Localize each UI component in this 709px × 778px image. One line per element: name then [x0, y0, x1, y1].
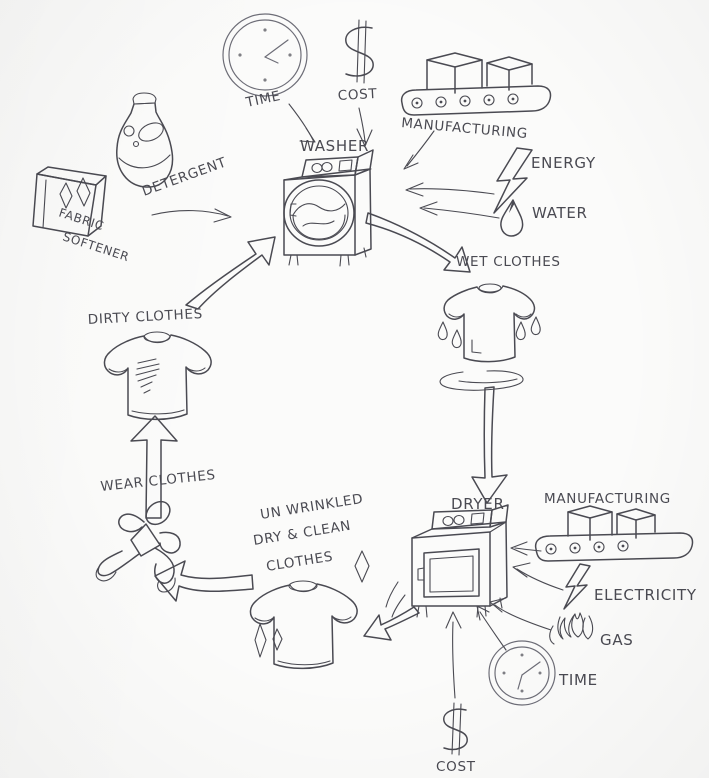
lightning-bolt-icon-electricity — [563, 563, 591, 610]
clean-shirt-icon — [249, 580, 358, 670]
label-time-top: TIME — [244, 88, 283, 111]
label-electricity: ELECTRICITY — [594, 586, 697, 604]
label-clean-line3: CLOTHES — [265, 549, 334, 575]
water-drop-icon — [500, 199, 524, 237]
arrow-detergent-to-washer — [151, 208, 232, 223]
motion-lines — [385, 581, 406, 618]
arrow-manufacturing-to-dryer — [510, 541, 542, 556]
label-fabric-softener-line2: SOFTENER — [61, 230, 131, 265]
arrow-electricity-to-dryer — [512, 562, 564, 591]
clock-icon — [222, 13, 308, 97]
label-dirty-clothes: DIRTY CLOTHES — [87, 306, 203, 328]
washing-machine-icon — [283, 149, 374, 267]
block-arrow-dirty-to-washer — [185, 236, 276, 310]
running-person-icon — [95, 500, 181, 593]
label-energy: ENERGY — [531, 154, 596, 172]
softener-box-icon — [32, 166, 107, 237]
arrow-time-to-washer — [288, 103, 316, 143]
dirty-shirt-icon — [103, 331, 212, 421]
arrow-cost-to-dryer — [445, 611, 462, 699]
block-arrow-wear-to-dirty — [130, 415, 178, 519]
label-wear-clothes: WEAR CLOTHES — [100, 467, 217, 495]
detergent-bottle-icon — [116, 92, 174, 188]
block-arrow-clean-to-wear — [154, 560, 254, 602]
label-cost-top: COST — [337, 86, 378, 104]
label-water: WATER — [532, 204, 588, 222]
label-cost-bottom: COST — [436, 759, 476, 775]
label-clean-line2: DRY & CLEAN — [252, 518, 352, 549]
block-arrow-wet-to-dryer — [471, 386, 508, 504]
label-time-bottom: TIME — [558, 671, 598, 689]
clock-icon-bottom — [488, 640, 556, 706]
dollar-sign-icon-bottom — [443, 702, 468, 756]
flame-icon — [549, 612, 594, 645]
label-manufacturing-bottom: MANUFACTURING — [544, 491, 671, 507]
label-gas: GAS — [600, 631, 634, 649]
arrow-water-to-washer — [419, 201, 500, 219]
conveyor-belt-icon-bottom — [534, 505, 694, 562]
label-manufacturing-top: MANUFACTURING — [401, 115, 529, 142]
arrow-manufacturing-to-washer — [403, 130, 435, 170]
sparkle-icon-group — [254, 550, 370, 658]
dripping-shirt-icon — [437, 283, 541, 391]
arrow-cost-to-washer — [356, 107, 373, 147]
arrow-time-to-dryer — [476, 605, 507, 651]
dollar-sign-icon-top — [345, 19, 374, 84]
lightning-bolt-icon-energy — [493, 147, 533, 214]
block-arrow-washer-to-wet — [365, 212, 471, 273]
arrow-energy-to-washer — [405, 182, 495, 197]
label-dryer: DRYER — [451, 495, 505, 513]
label-detergent: DETERGENT — [140, 154, 229, 199]
dryer-machine-icon — [411, 504, 509, 618]
label-fabric-softener-line1: FABRIC — [57, 206, 106, 234]
block-arrow-dryer-to-clean — [363, 606, 420, 641]
label-wet-clothes: WET CLOTHES — [456, 254, 561, 270]
conveyor-belt-icon-top — [400, 52, 552, 116]
label-washer: WASHER — [300, 137, 369, 155]
arrow-gas-to-dryer — [489, 597, 552, 631]
